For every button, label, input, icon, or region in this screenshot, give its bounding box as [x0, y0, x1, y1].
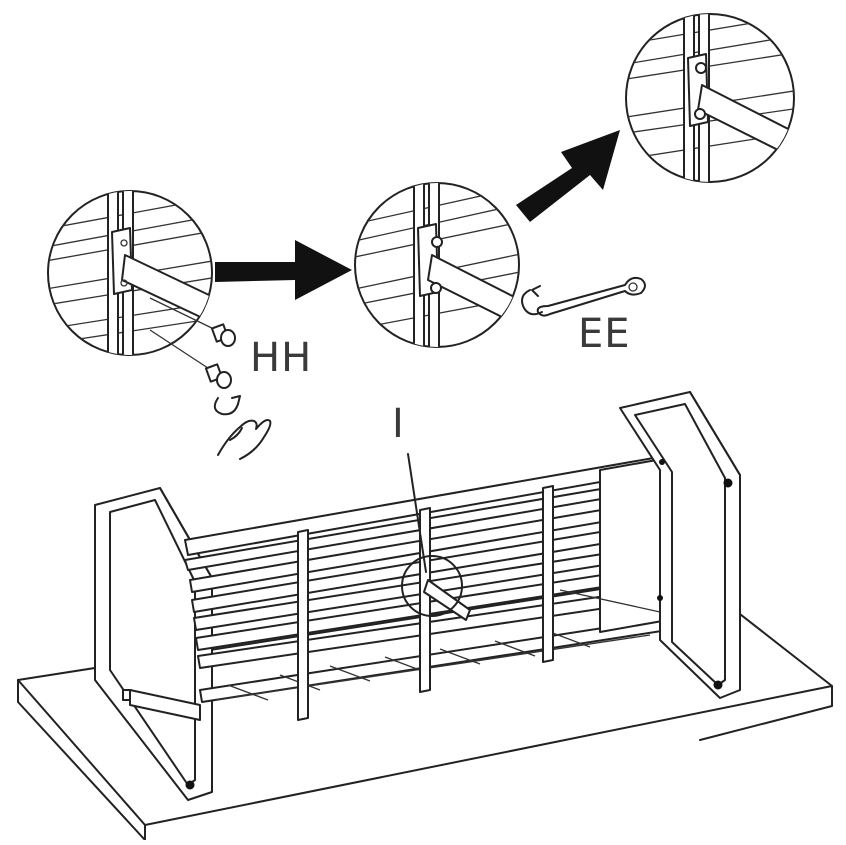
callout-leader-line [407, 453, 427, 573]
step-arrow-icon [215, 240, 352, 300]
detail-view-2 [354, 182, 520, 348]
bolt-hh-upper [149, 297, 236, 347]
bolt-hh-lower [149, 329, 232, 389]
part-label-i: I [392, 401, 404, 447]
detail-callout-circle [401, 555, 463, 617]
part-label-hh: HH [250, 335, 313, 381]
detail-view-3 [625, 13, 795, 183]
part-label-ee: EE [578, 311, 631, 357]
hand-icon [217, 419, 272, 460]
right-end-frame [619, 391, 741, 699]
rotate-arrow-icon [213, 395, 241, 416]
wrench-icon [536, 276, 646, 317]
rotate-arrow-icon [521, 285, 543, 316]
detail-view-1 [47, 190, 213, 356]
step-arrow-icon [516, 130, 620, 222]
